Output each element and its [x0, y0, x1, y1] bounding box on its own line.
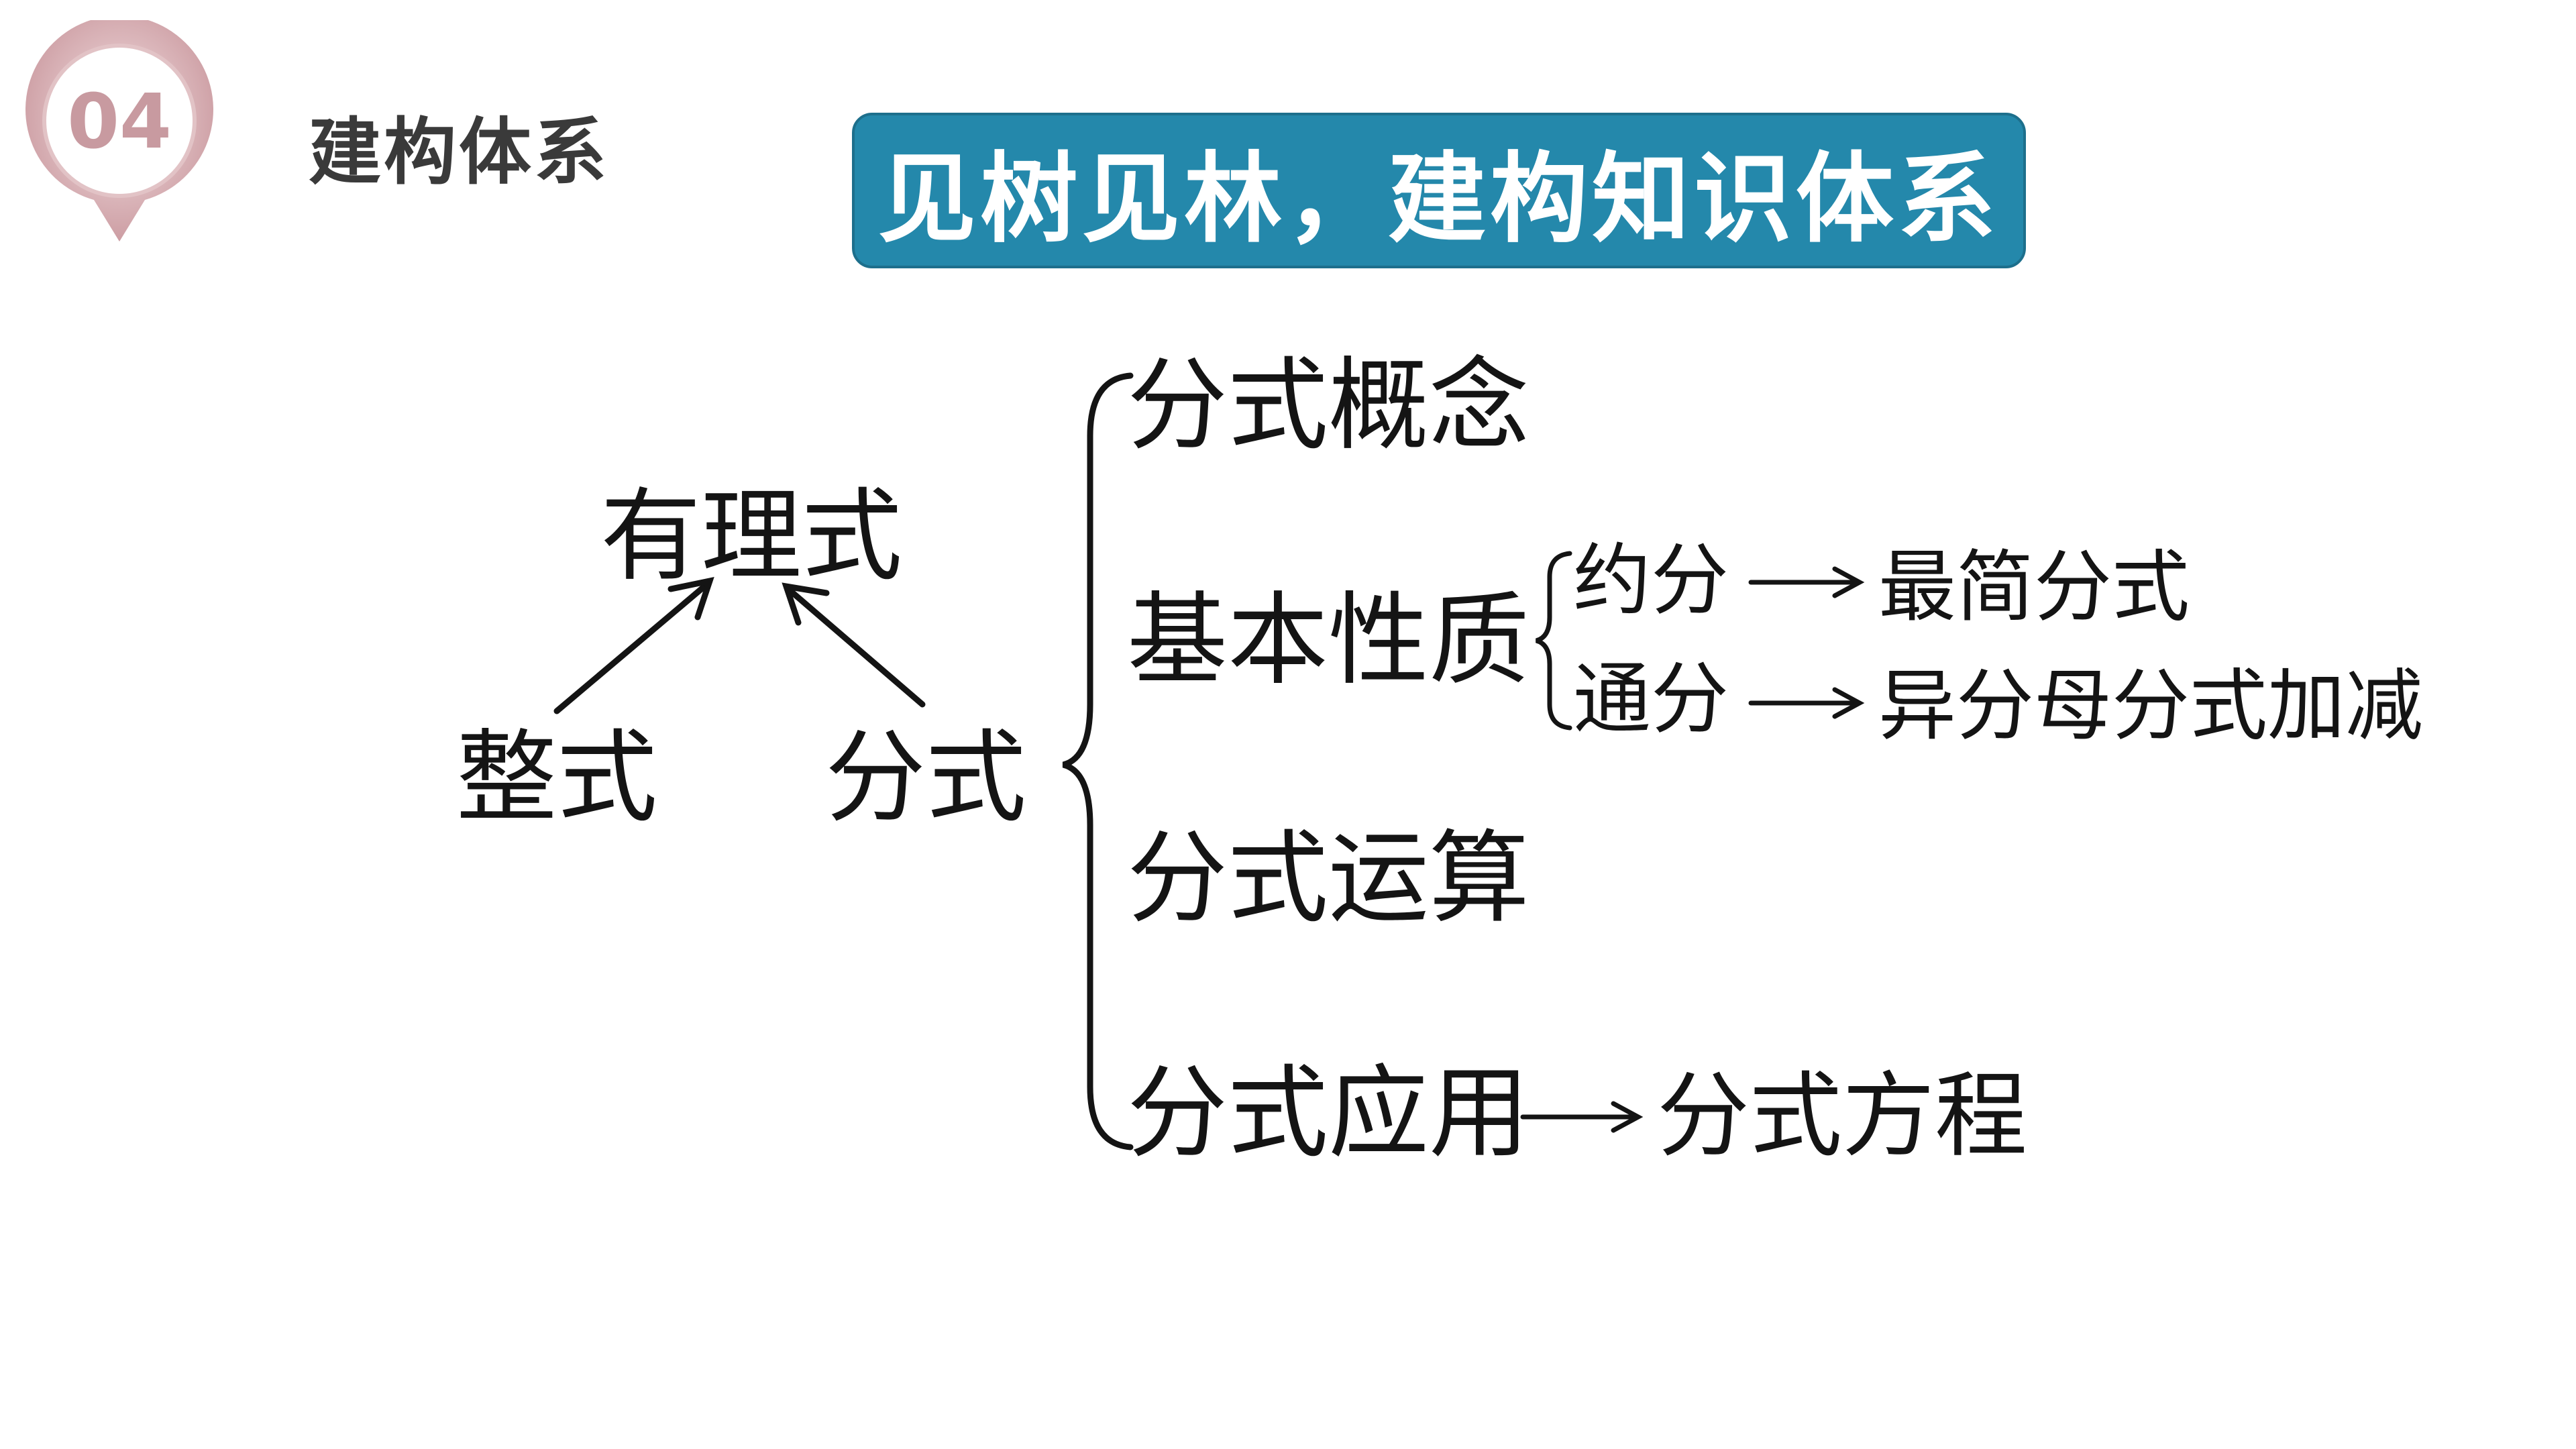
section-title: 建构体系 — [309, 111, 610, 195]
result-unlike-denominators: 异分母分式加减 — [1878, 661, 2423, 751]
arrowhead-yingyong — [1611, 1101, 1644, 1133]
branch-operation: 分式运算 — [1127, 820, 1530, 937]
banner-title-text: 见树见林，建构知识体系 — [878, 142, 2000, 256]
section-number: 04 — [67, 78, 172, 166]
result-fraction-equation: 分式方程 — [1657, 1062, 2028, 1170]
arrow-zhengshi-to-root — [553, 580, 711, 714]
banner-title: 见树见林，建构知识体系 — [852, 113, 2026, 268]
sub-yuefen: 约分 — [1573, 535, 1729, 626]
result-simplest-fraction: 最简分式 — [1878, 542, 2190, 633]
branch-property: 基本性质 — [1127, 582, 1530, 699]
arrowhead-left — [667, 577, 714, 621]
arrowhead-right — [782, 582, 830, 626]
main-brace — [1062, 372, 1134, 1150]
sub-brace — [1535, 551, 1572, 731]
arrowhead-tongfen — [1832, 687, 1865, 719]
child-node-fenshi: 分式 — [825, 720, 1027, 837]
root-node: 有理式 — [600, 478, 903, 595]
branch-concept: 分式概念 — [1127, 347, 1530, 464]
child-node-zhengshi: 整式 — [456, 720, 658, 837]
location-pin-icon — [25, 15, 213, 242]
arrow-fenshi-to-root — [785, 586, 926, 708]
sub-tongfen: 通分 — [1573, 654, 1729, 745]
section-number-pin: 04 — [19, 15, 220, 262]
branch-application: 分式应用 — [1127, 1055, 1530, 1172]
arrowhead-yuefen — [1832, 566, 1865, 598]
